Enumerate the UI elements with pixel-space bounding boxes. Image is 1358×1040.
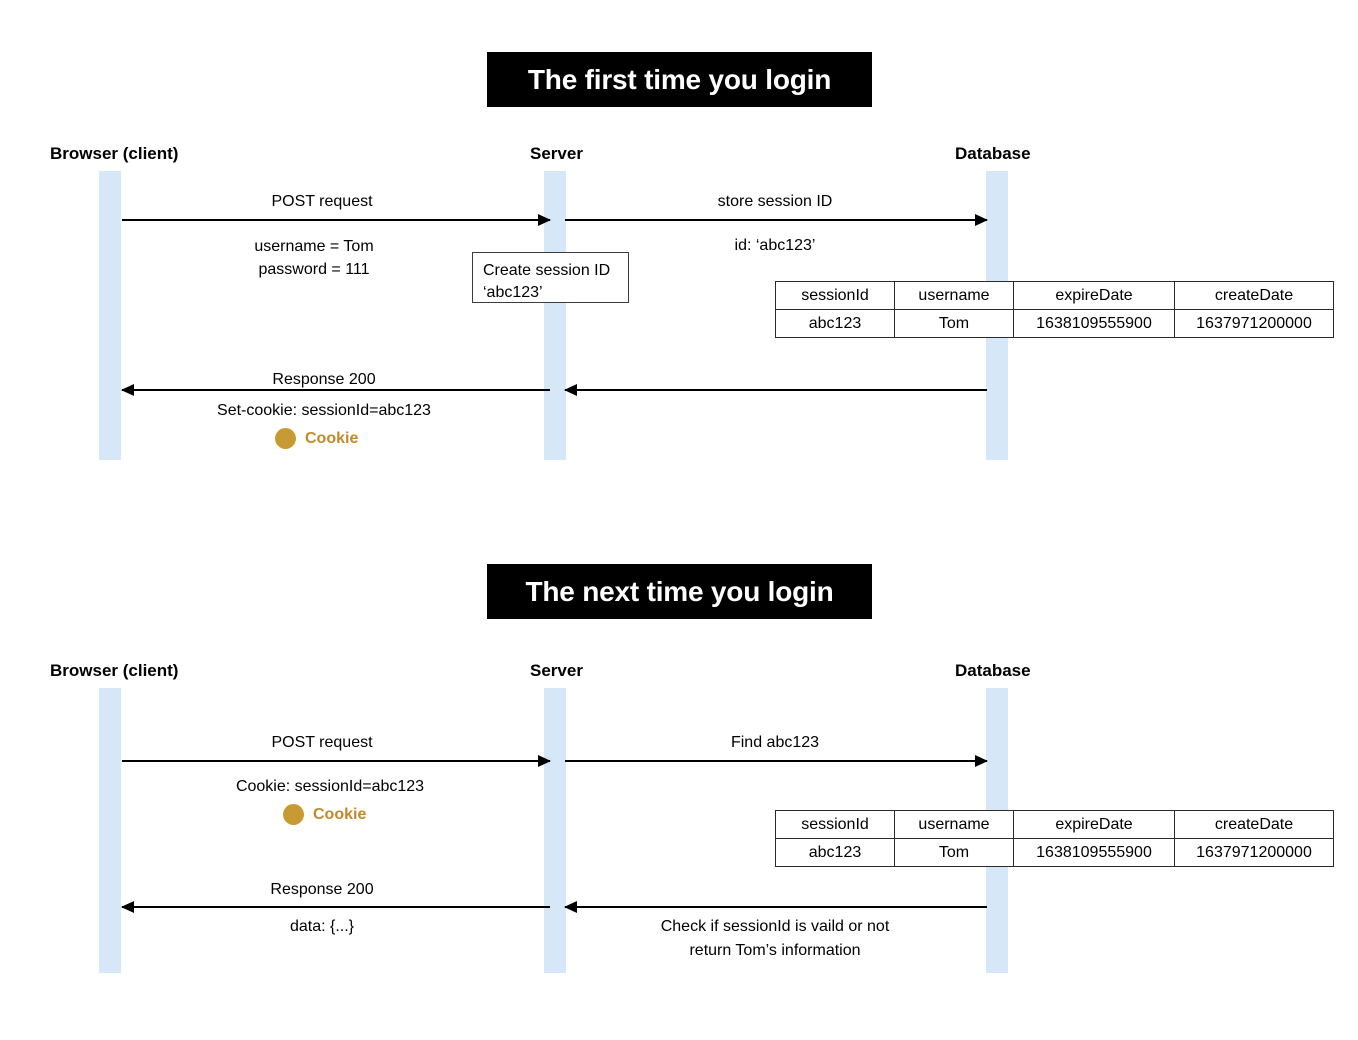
- arrow-store-session-id-1: [565, 214, 988, 226]
- table-cell-createdate-2: 1637971200000: [1174, 838, 1334, 867]
- table-header-expiredate-2: expireDate: [1013, 810, 1175, 839]
- table-row: abc123 Tom 1638109555900 1637971200000: [775, 309, 1334, 338]
- note-line-2: ‘abc123’: [483, 283, 543, 301]
- table-cell-createdate-1: 1637971200000: [1174, 309, 1334, 338]
- message-store-session-detail-1: id: ‘abc123’: [734, 237, 816, 254]
- table-header-createdate-1: createDate: [1174, 281, 1334, 310]
- message-post-request-2: POST request: [271, 734, 373, 751]
- arrow-db-to-server-2: [564, 901, 987, 913]
- message-store-session-id-1: store session ID: [717, 193, 833, 210]
- message-check-sessionid-2: Check if sessionId is vaild or not: [660, 918, 890, 935]
- cookie-icon-1: [275, 428, 296, 449]
- table-header-sessionid-2: sessionId: [775, 810, 895, 839]
- message-response-200-2: Response 200: [270, 881, 374, 898]
- table-header-username-2: username: [894, 810, 1014, 839]
- cookie-badge-1: Cookie: [275, 428, 358, 449]
- table-cell-sessionid-2: abc123: [775, 838, 895, 867]
- table-cell-sessionid-1: abc123: [775, 309, 895, 338]
- table-header-createdate-2: createDate: [1174, 810, 1334, 839]
- actor-label-server-2: Server: [530, 661, 583, 680]
- note-line-1: Create session ID: [483, 262, 611, 279]
- arrow-post-request-1: [122, 214, 551, 226]
- cookie-label-1: Cookie: [305, 429, 359, 447]
- table-header-expiredate-1: expireDate: [1013, 281, 1175, 310]
- session-table-1: sessionId username expireDate createDate…: [775, 281, 1334, 338]
- cookie-badge-2: Cookie: [283, 804, 366, 825]
- cookie-icon-2: [283, 804, 304, 825]
- message-post-detail-username-1: username = Tom: [254, 238, 374, 255]
- message-return-info-2: return Tom’s information: [689, 942, 861, 959]
- actor-label-database-2: Database: [955, 661, 1031, 680]
- table-cell-expiredate-1: 1638109555900: [1013, 309, 1175, 338]
- arrow-response-200-2: [121, 901, 550, 913]
- message-post-request-1: POST request: [271, 193, 373, 210]
- cookie-label-2: Cookie: [313, 805, 367, 823]
- message-response-data-2: data: {...}: [289, 918, 355, 935]
- table-cell-expiredate-2: 1638109555900: [1013, 838, 1175, 867]
- lifeline-server-2: [544, 688, 566, 973]
- table-header-username-1: username: [894, 281, 1014, 310]
- table-header-row-2: sessionId username expireDate createDate: [775, 810, 1334, 839]
- arrow-response-200-1: [121, 384, 550, 396]
- table-header-sessionid-1: sessionId: [775, 281, 895, 310]
- actor-label-browser-1: Browser (client): [50, 144, 179, 163]
- table-cell-username-2: Tom: [894, 838, 1014, 867]
- session-table-2: sessionId username expireDate createDate…: [775, 810, 1334, 867]
- section-banner-first-login: The first time you login: [487, 52, 872, 107]
- table-row: abc123 Tom 1638109555900 1637971200000: [775, 838, 1334, 867]
- table-cell-username-1: Tom: [894, 309, 1014, 338]
- message-find-abc123-2: Find abc123: [730, 734, 820, 751]
- message-post-detail-password-1: password = 111: [258, 261, 370, 278]
- table-header-row-1: sessionId username expireDate createDate: [775, 281, 1334, 310]
- lifeline-browser-1: [99, 171, 121, 460]
- note-create-session-id: Create session ID ‘abc123’: [472, 252, 629, 303]
- arrow-find-session-2: [565, 755, 988, 767]
- actor-label-database-1: Database: [955, 144, 1031, 163]
- actor-label-server-1: Server: [530, 144, 583, 163]
- arrow-db-to-server-1: [564, 384, 987, 396]
- message-set-cookie-1: Set-cookie: sessionId=abc123: [217, 402, 431, 419]
- message-cookie-sessionid-2: Cookie: sessionId=abc123: [235, 778, 425, 795]
- message-response-200-1: Response 200: [272, 371, 376, 388]
- section-banner-next-login: The next time you login: [487, 564, 872, 619]
- lifeline-server-1: [544, 171, 566, 460]
- lifeline-browser-2: [99, 688, 121, 973]
- arrow-post-request-2: [122, 755, 551, 767]
- actor-label-browser-2: Browser (client): [50, 661, 179, 680]
